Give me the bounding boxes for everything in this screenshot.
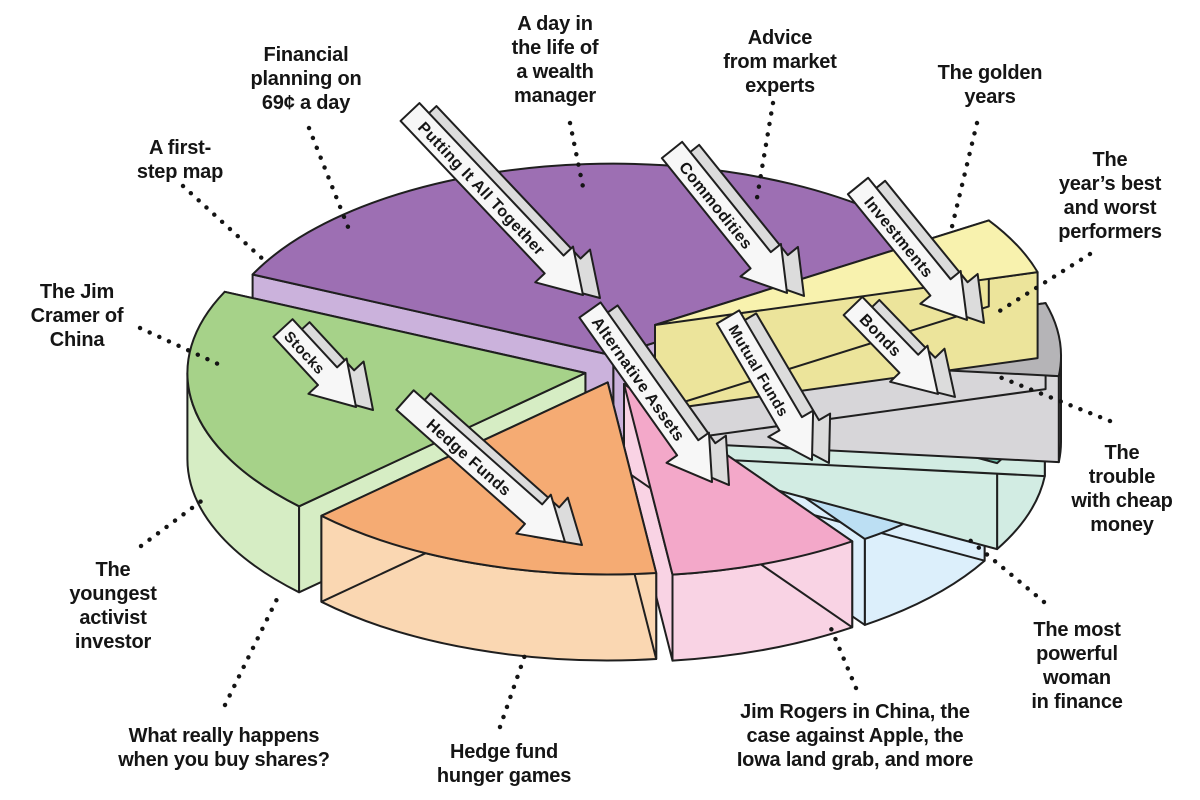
annotation-line: youngest xyxy=(69,583,157,605)
annotation-line: years xyxy=(964,86,1016,108)
annotation-line: The xyxy=(1092,149,1128,171)
annotation-line: step map xyxy=(136,161,224,183)
annotation-line: year’s best xyxy=(1058,173,1162,195)
annotation-line: Cramer of xyxy=(30,305,124,327)
leader-dots-golden-years xyxy=(947,120,980,238)
annotation-line: and worst xyxy=(1063,197,1157,219)
annotation-line: 69¢ a day xyxy=(261,92,351,114)
leader-dots-jim-rogers-more xyxy=(827,623,859,691)
annotation-line: The most xyxy=(1033,619,1121,641)
leader-dots-youngest-activist xyxy=(138,496,207,549)
annotation-line: The xyxy=(95,559,131,581)
annotation-line: experts xyxy=(745,75,815,97)
leader-dots-years-best-worst xyxy=(995,251,1093,315)
annotation-line: case against Apple, the xyxy=(746,725,964,747)
leader-dots-jim-cramer xyxy=(137,325,221,367)
annotation-line: China xyxy=(49,329,105,351)
annotation-line: manager xyxy=(514,85,596,107)
leader-dots-first-step-map xyxy=(180,183,269,265)
annotation-line: A day in xyxy=(517,13,593,35)
annotation-line: a wealth xyxy=(516,61,594,83)
annotation-line: activist xyxy=(79,607,147,629)
annotation-line: The golden xyxy=(937,62,1043,84)
leader-dots-hedge-fund-hunger xyxy=(497,652,528,730)
annotation-line: hunger games xyxy=(436,765,572,787)
annotation-line: with cheap xyxy=(1071,490,1173,512)
annotation-line: What really happens xyxy=(128,725,320,747)
annotation-line: A first- xyxy=(148,137,212,159)
annotation-line: powerful xyxy=(1036,643,1118,665)
annotation-line: in finance xyxy=(1031,691,1123,713)
annotation-line: woman xyxy=(1043,667,1111,689)
annotation-line: performers xyxy=(1058,221,1162,243)
slice-arrow-stocks: Stocks xyxy=(272,318,375,412)
annotation-line: when you buy shares? xyxy=(118,749,330,771)
annotation-line: investor xyxy=(74,631,152,653)
leader-dots-financial-planning xyxy=(306,125,353,235)
slice-arrow-bonds: Bonds xyxy=(842,295,956,398)
leader-dots-trouble-cheap-money xyxy=(994,373,1113,424)
annotation-line: Jim Rogers in China, the xyxy=(740,701,970,723)
leader-dots-day-in-life xyxy=(567,120,587,195)
annotation-line: The Jim xyxy=(39,281,115,303)
annotation-line: Financial xyxy=(263,44,349,66)
annotation-line: the life of xyxy=(511,37,599,59)
annotation-line: Hedge fund xyxy=(450,741,558,763)
annotation-line: Advice xyxy=(747,27,813,49)
annotation-line: money xyxy=(1090,514,1154,536)
annotation-line: from market xyxy=(723,51,837,73)
annotation-line: planning on xyxy=(250,68,362,90)
annotation-line: The xyxy=(1104,442,1140,464)
leader-dots-what-really-happens xyxy=(222,596,280,708)
annotation-line: Iowa land grab, and more xyxy=(736,749,974,771)
annotation-line: trouble xyxy=(1088,466,1156,488)
leader-dots-most-powerful-woman xyxy=(963,534,1047,605)
story-annotation-first-step-map: A first-step map xyxy=(137,136,223,184)
